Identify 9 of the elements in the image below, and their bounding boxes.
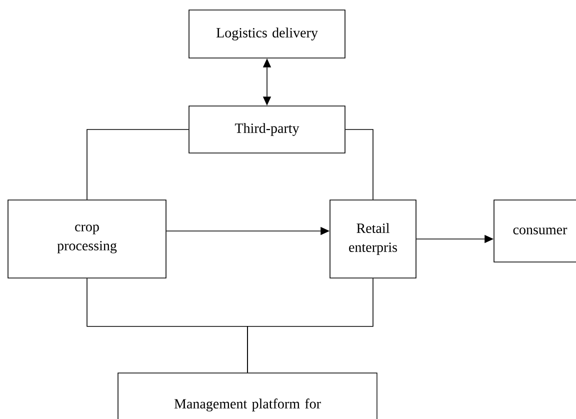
process-box: consumer (494, 200, 576, 262)
process-box: Third-party (188, 106, 346, 154)
connector-line (247, 278, 374, 373)
connector-line (86, 129, 189, 200)
process-box: crop processing (8, 200, 166, 278)
process-box: Retail enterpris (330, 200, 416, 278)
process-box: Management platform for (118, 372, 378, 419)
process-box: Logistics delivery (188, 10, 346, 58)
connector-line (345, 129, 374, 200)
